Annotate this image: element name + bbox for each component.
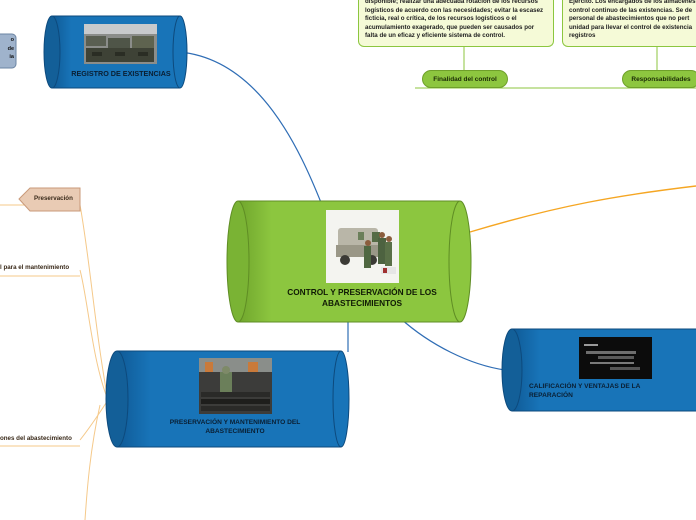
left-partial-note-text: o de ia — [7, 37, 14, 60]
left-item-preservacion[interactable]: Preservación — [34, 195, 73, 202]
preservacion-topic-label: PRESERVACIÓN Y MANTENIMIENTO DEL ABASTEC… — [169, 419, 301, 435]
finalidad-note-text: disponible; realizar una adecuada rotaci… — [365, 0, 544, 40]
connector-left-orange-3 — [79, 399, 109, 441]
finalidad-pill[interactable]: Finalidad del control — [422, 70, 508, 88]
central-photo — [326, 210, 399, 283]
preservacion-photo — [199, 358, 272, 414]
responsabilidades-note-text: Ejército. Los encargados de los almacene… — [569, 0, 696, 40]
registro-topic-label: REGISTRO DE EXISTENCIAS — [71, 69, 171, 78]
left-item-abastecimiento[interactable]: ones del abastecimiento — [0, 435, 72, 442]
responsabilidades-pill[interactable]: Responsabilidades — [622, 70, 696, 88]
preservacion-arrow-node[interactable] — [18, 187, 81, 212]
finalidad-note: disponible; realizar una adecuada rotaci… — [358, 0, 554, 47]
connector-left-orange-4 — [84, 404, 101, 520]
connector-left-orange-2 — [79, 269, 109, 401]
left-item-mantenimiento[interactable]: l para el mantenimiento — [0, 264, 70, 271]
responsabilidades-note: Ejército. Los encargados de los almacene… — [562, 0, 696, 47]
left-partial-note — [0, 33, 17, 69]
connector-right-orange — [469, 185, 696, 233]
calificacion-photo — [579, 337, 652, 379]
connector-calificacion — [399, 317, 506, 371]
calificacion-topic-label: CALIFICACIÓN Y VENTAJAS DE LA REPARACIÓN — [529, 383, 641, 399]
connector-registro — [179, 51, 323, 206]
central-topic-label: CONTROL Y PRESERVACIÓN DE LOS ABASTECIMI… — [287, 287, 437, 308]
connector-left-orange — [79, 204, 109, 401]
registro-photo — [84, 24, 157, 64]
